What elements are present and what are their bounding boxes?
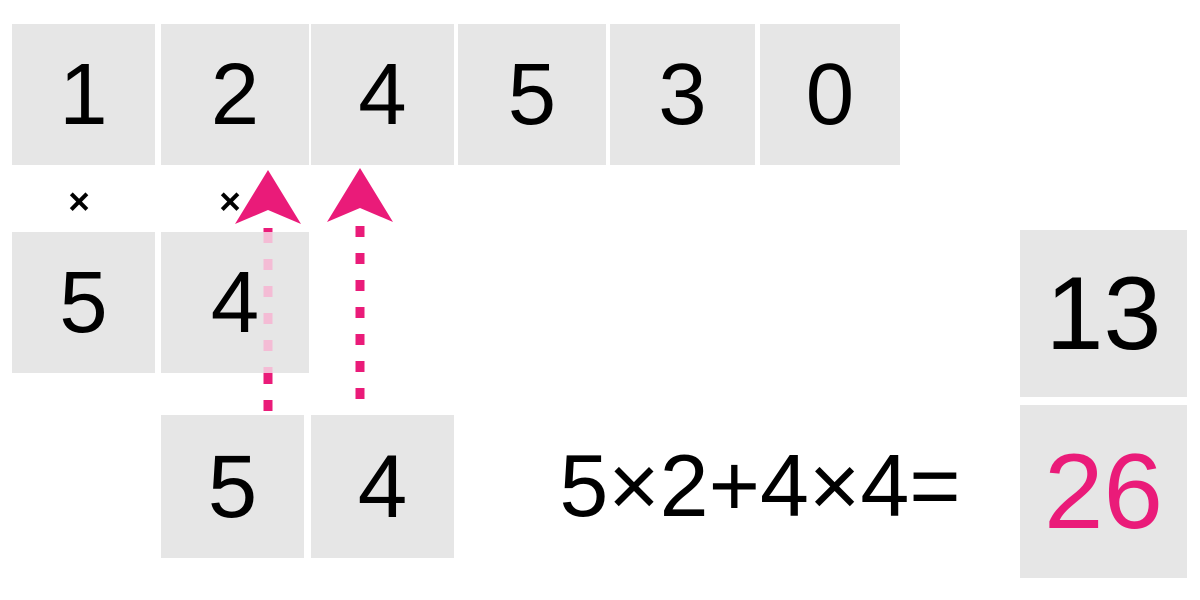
multiply-symbol-1: × <box>68 180 90 222</box>
multiplicand-cell-0[interactable]: 1 <box>12 24 155 165</box>
total-result-cell[interactable]: 26 <box>1020 405 1187 578</box>
multiplicand-cell-4[interactable]: 3 <box>610 24 755 165</box>
multiplier-cell-1[interactable]: 4 <box>161 232 309 373</box>
carry-result-cell[interactable]: 13 <box>1020 230 1187 397</box>
multiplier-cell-0[interactable]: 5 <box>12 232 155 373</box>
multiply-symbol-2: × <box>219 180 241 222</box>
multiplicand-cell-3[interactable]: 5 <box>458 24 606 165</box>
equation-text: 5×2+4×4= <box>559 436 961 535</box>
shifted-cell-1[interactable]: 4 <box>311 415 454 558</box>
multiplicand-cell-2[interactable]: 4 <box>311 24 454 165</box>
multiplicand-cell-1[interactable]: 2 <box>161 24 309 165</box>
shifted-cell-0[interactable]: 5 <box>161 415 304 558</box>
multiplicand-cell-5[interactable]: 0 <box>760 24 900 165</box>
